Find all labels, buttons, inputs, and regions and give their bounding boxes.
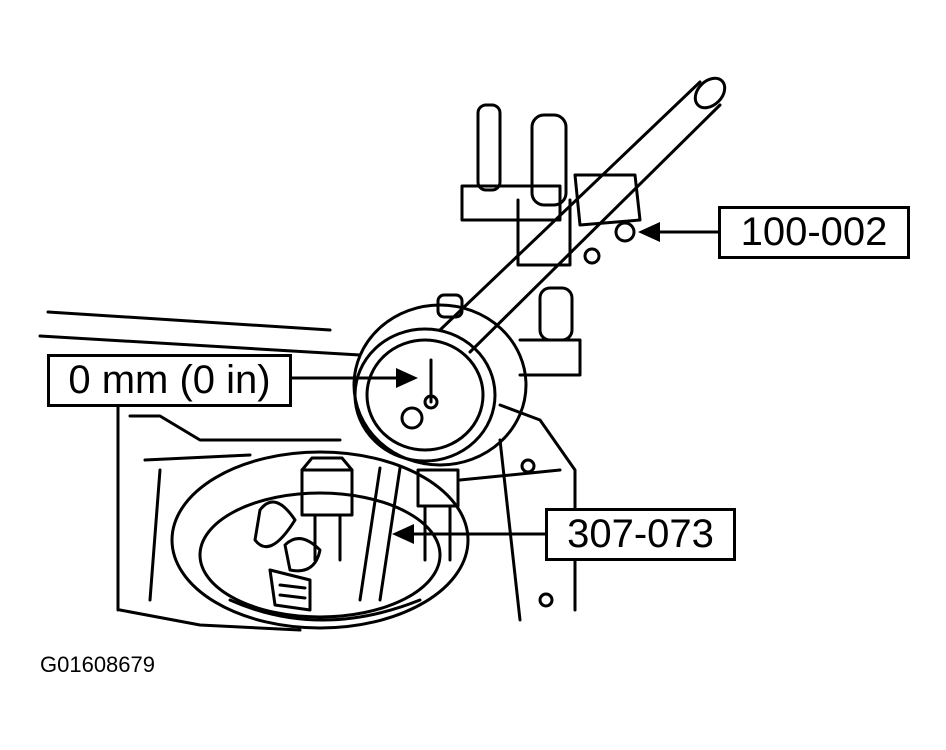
indicator-rod xyxy=(438,76,727,354)
leader-arrows xyxy=(290,230,720,536)
tool-label-307-073-text: 307-073 xyxy=(567,512,714,556)
arrow-head-100 xyxy=(638,222,660,242)
cylinder-bore xyxy=(170,450,470,630)
magnetic-base xyxy=(460,103,582,377)
arrow-head-zero xyxy=(396,368,418,388)
reading-label-text: 0 mm (0 in) xyxy=(68,358,271,402)
tool-label-100-002: 100-002 xyxy=(718,206,910,259)
figure-id: G01608679 xyxy=(40,652,155,677)
valve-spring xyxy=(253,456,354,612)
reading-label: 0 mm (0 in) xyxy=(47,354,292,407)
arrow-head-307 xyxy=(392,524,414,544)
tool-label-100-002-text: 100-002 xyxy=(740,210,888,254)
tool-label-307-073: 307-073 xyxy=(545,508,736,561)
